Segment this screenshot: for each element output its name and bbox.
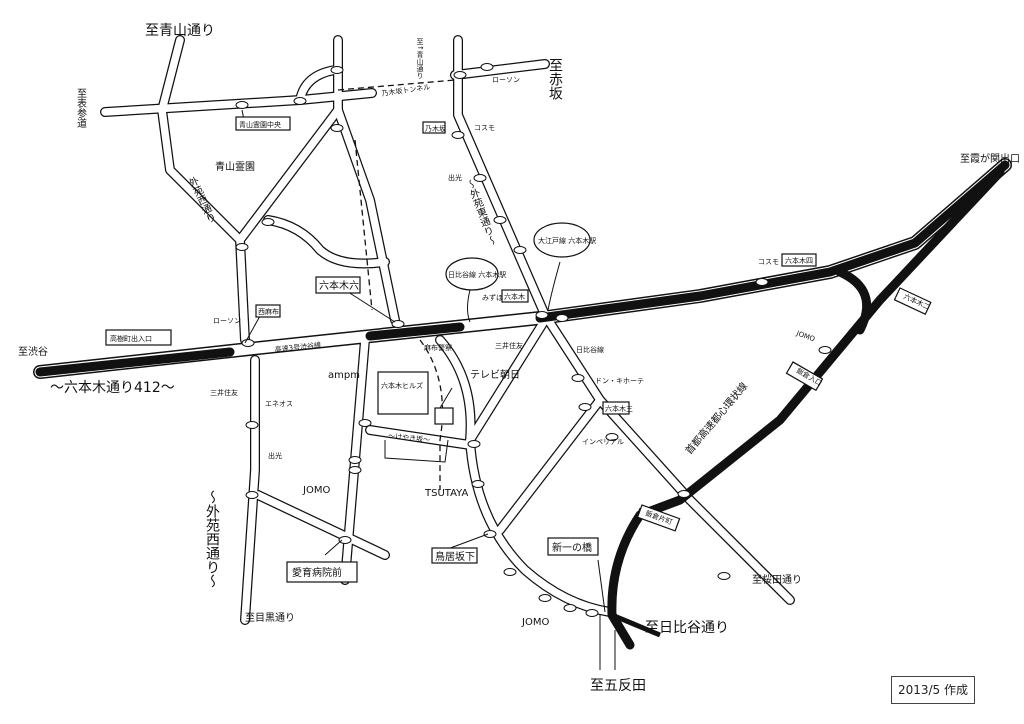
expressway-loop-line: [607, 167, 1005, 650]
expressway-ramp: [835, 267, 872, 335]
label-cosmo-east: コスモ: [758, 258, 779, 266]
gaien-nishi-north: [157, 35, 250, 345]
label-mizuho: みずほ: [482, 293, 503, 302]
label-tv-asahi: テレビ朝日: [470, 369, 520, 381]
label-cosmo-north: コスモ: [474, 124, 495, 132]
label-to-aoyama-dori: 至青山通り: [145, 23, 215, 39]
label-jomo-west: JOMO: [302, 485, 330, 496]
label-to-gotanda: 至五反田: [590, 678, 646, 694]
label-don-quijote: ドン・キホーテ: [595, 377, 644, 385]
label-nogizaka: 乃木坂: [425, 124, 446, 133]
tv-asahi-block: [434, 407, 454, 425]
label-azabu-police: 麻布警察: [424, 343, 452, 352]
label-gaien-nishi-dori-south: ～外苑西通り～: [204, 490, 220, 588]
label-aoyama-cemetery: 青山霊園: [215, 160, 255, 173]
label-idemitsu-south: 出光: [268, 451, 282, 460]
label-to-hibiya-dori: 至日比谷通り: [645, 620, 729, 636]
label-smbc-west: 三井住友: [210, 388, 238, 397]
label-idemitsu-north: 出光: [448, 173, 462, 182]
expressway-east: [535, 160, 1010, 323]
label-roppongi-3: 六本木三: [605, 404, 633, 413]
label-to-sakurada-dori: 至桜田通り: [752, 573, 802, 586]
label-shin-ichinohashi: 新一の橋: [552, 541, 592, 554]
hills-blocks: [377, 371, 454, 463]
label-tsutaya: TSUTAYA: [424, 488, 469, 499]
traffic-signals: [235, 63, 832, 617]
label-smbc-east: 三井住友: [495, 341, 523, 350]
expressway-middle: [365, 322, 465, 341]
label-roppongi-dori: ～六本木通り412～: [50, 380, 175, 396]
label-to-aoyama-dori-small: 至↑青山通り: [416, 38, 424, 79]
label-gaien-nishi-dori-north: 外苑西通り: [185, 175, 217, 226]
expressway-shibuya-line: [35, 347, 235, 377]
roppongi-hills-block: [377, 371, 429, 415]
created-date-stamp: 2013/5 作成: [891, 676, 975, 704]
label-to-kasumigaseki-exit: 至霞が関出口: [960, 152, 1020, 165]
label-roppongi-hills: 六本木ヒルズ: [381, 381, 423, 390]
label-keyakizaka: ～けやき坂～: [388, 431, 431, 444]
label-hibiya-line: 日比谷線: [576, 345, 604, 354]
label-oedo-roppongi-station: 大江戸線 六本木駅: [538, 236, 596, 245]
label-ampm: ampm: [328, 370, 360, 381]
label-roppongi-crossing: 六本木: [504, 292, 525, 301]
label-eneos: エネオス: [265, 400, 293, 408]
label-imperial: インペリアル: [582, 438, 624, 446]
label-to-shibuya: 至渋谷: [18, 345, 48, 358]
label-to-meguro-dori: 至目黒通り: [245, 612, 295, 624]
label-jomo-east: JOMO: [794, 329, 816, 344]
label-roppongi-6: 六本木六: [319, 279, 359, 292]
label-hibiya-roppongi-station: 日比谷線 六本木駅: [448, 270, 506, 279]
label-roppongi-4: 六本木四: [785, 256, 813, 265]
label-lawson-north: ローソン: [492, 76, 520, 84]
subway-dashed: [419, 339, 444, 490]
label-shuto-expressway-loop: 首都高速都心環状線: [682, 380, 750, 457]
label-to-omotesando: 至表参道: [75, 88, 87, 128]
subway-dashed-north: [354, 139, 373, 311]
label-nishiazabu: 西麻布: [258, 307, 279, 316]
leader-lines: [241, 109, 641, 670]
label-takagicho-ramp: 高樹町出入口: [110, 334, 152, 343]
expressway: [35, 79, 1010, 650]
label-lawson-west: ローソン: [213, 317, 241, 325]
label-nogizaka-tunnel: 乃木坂トンネル: [381, 82, 431, 98]
label-aoyama-cemetery-center: 青山霊園中央: [239, 120, 281, 129]
label-aiiku-hospital: 愛育病院前: [292, 566, 342, 579]
label-toriizaka-shita: 鳥居坂下: [435, 550, 475, 563]
label-jomo-south: JOMO: [521, 617, 549, 628]
label-to-akasaka: 至赤坂: [547, 58, 563, 100]
